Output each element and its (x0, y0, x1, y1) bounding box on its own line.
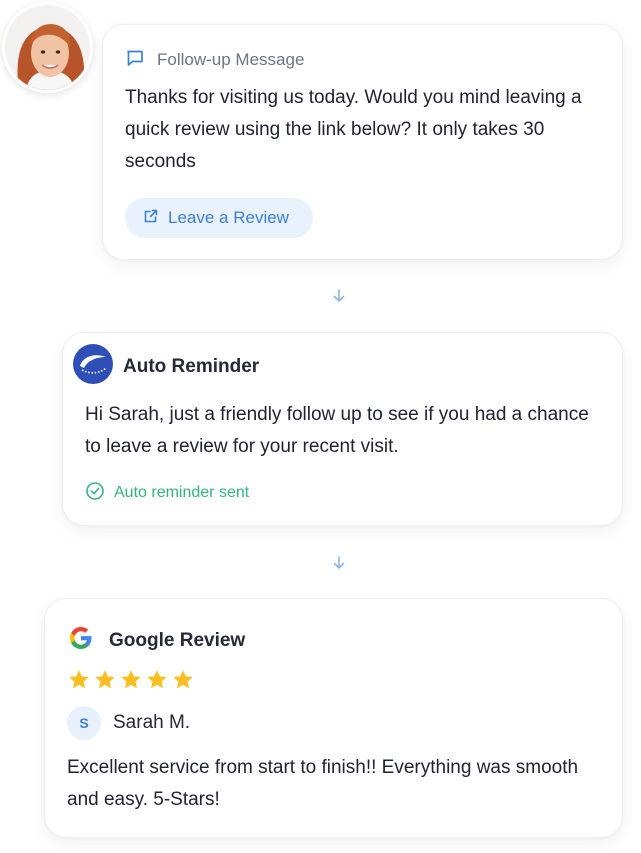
star-rating (67, 668, 195, 692)
google-review-header: Google Review (67, 621, 245, 661)
arrow-down-icon (333, 556, 345, 569)
auto-reminder-header: Auto Reminder (73, 344, 260, 390)
followup-message-text: Thanks for visiting us today. Would you … (125, 87, 582, 172)
star-icon (95, 670, 115, 689)
check-circle-icon (85, 481, 105, 506)
followup-message-card: Follow-up Message Thanks for visiting us… (102, 24, 623, 260)
company-logo-icon (73, 344, 113, 390)
review-text: Excellent service from start to finish!!… (67, 757, 579, 810)
google-review-card: Google Review S Sarah M. Excellent servi… (44, 598, 623, 838)
chat-bubble-icon (125, 48, 145, 73)
followup-header: Follow-up Message (125, 49, 304, 71)
star-icon (121, 670, 141, 689)
google-logo-icon (67, 624, 95, 658)
reviewer: S Sarah M. (67, 706, 190, 740)
star-icon (69, 670, 89, 689)
auto-reminder-message: Hi Sarah, just a friendly follow up to s… (85, 404, 589, 457)
leave-review-button-label: Leave a Review (168, 208, 289, 227)
customer-avatar (2, 2, 93, 93)
followup-header-label: Follow-up Message (157, 50, 305, 69)
external-link-icon (143, 208, 159, 229)
reviewer-name: Sarah M. (113, 712, 191, 733)
star-icon (173, 670, 193, 689)
auto-reminder-card: Auto Reminder Hi Sarah, just a friendly … (62, 332, 623, 526)
google-review-title: Google Review (109, 630, 246, 651)
auto-reminder-title: Auto Reminder (123, 356, 260, 377)
leave-review-button[interactable]: Leave a Review (125, 198, 313, 238)
arrow-down-icon (333, 289, 345, 302)
star-icon (147, 670, 167, 689)
auto-reminder-status-label: Auto reminder sent (114, 484, 250, 501)
reviewer-avatar: S (67, 706, 101, 740)
auto-reminder-status: Auto reminder sent (85, 481, 250, 506)
